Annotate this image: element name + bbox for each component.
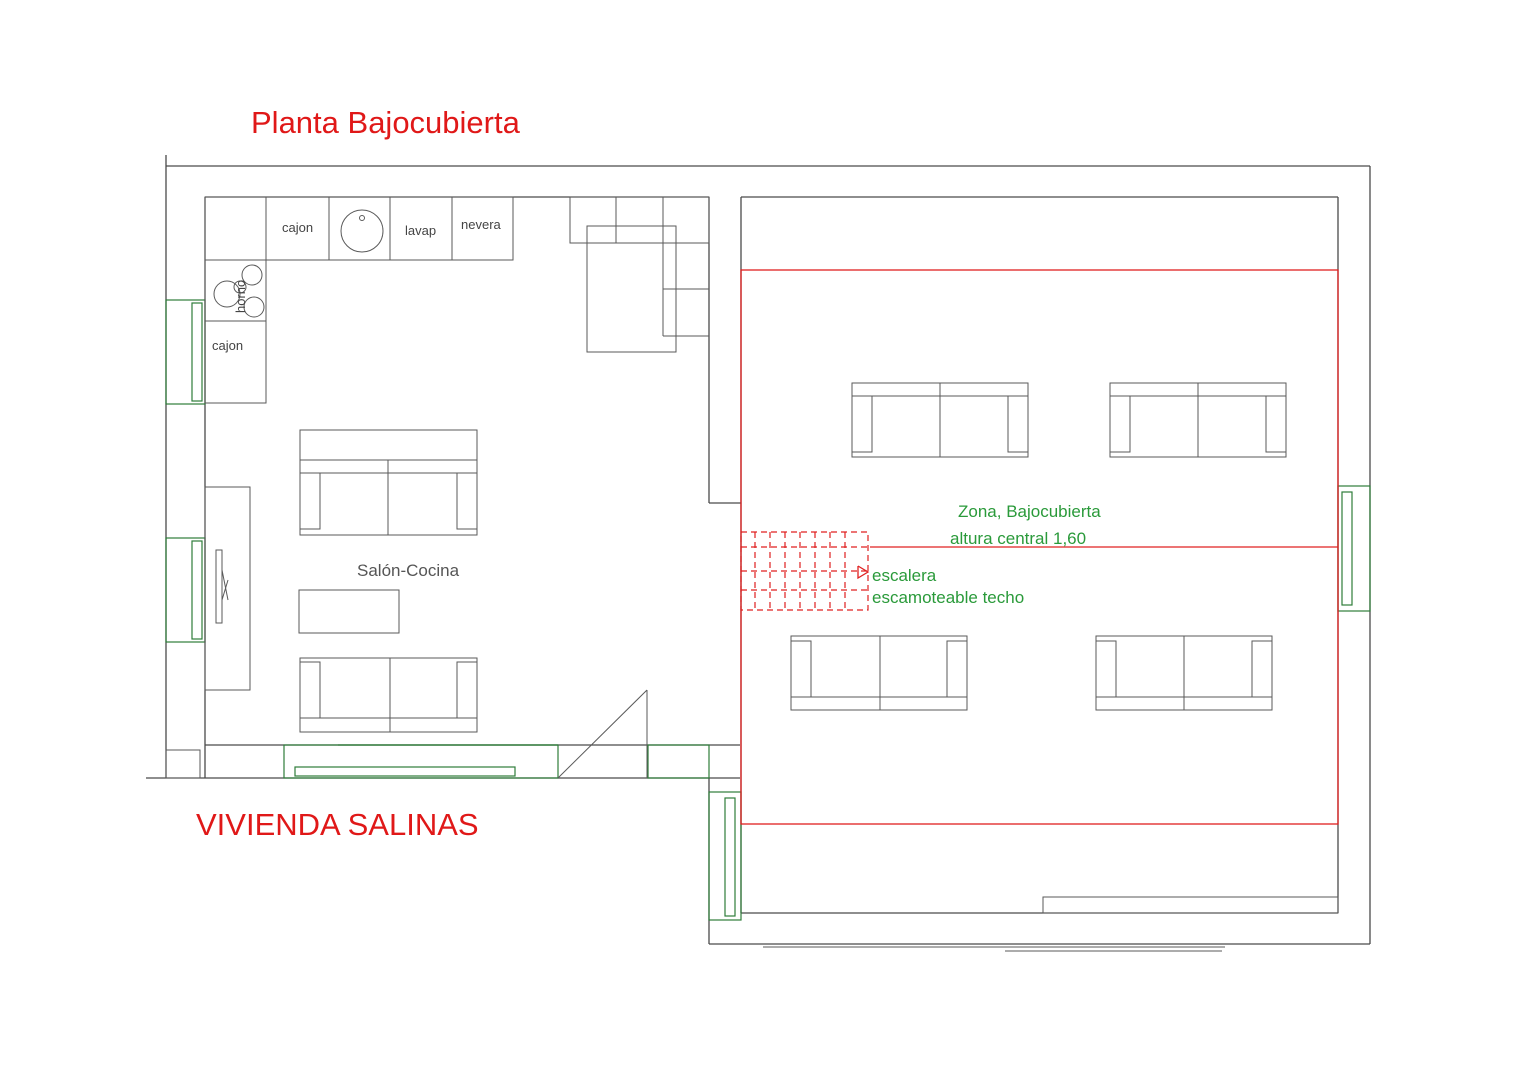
storage-block — [569, 196, 710, 353]
oven-label: horno — [233, 280, 248, 313]
attic-furniture — [790, 382, 1287, 711]
living-room-label: Salón-Cocina — [357, 561, 460, 580]
side-drawer-label: cajon — [212, 338, 243, 353]
coffee-table — [298, 589, 400, 634]
stair-label: escalera — [872, 566, 937, 585]
fridge-label: nevera — [461, 217, 502, 232]
living-furniture — [204, 429, 478, 733]
retractable-stair — [740, 531, 870, 611]
attic-height-label: altura central 1,60 — [950, 529, 1086, 548]
kitchen-drawer-label: cajon — [282, 220, 313, 235]
kitchen-counter — [204, 196, 514, 404]
stair-sublabel: escamoteable techo — [872, 588, 1024, 607]
house-name: VIVIENDA SALINAS — [196, 807, 479, 842]
plan-title: Planta Bajocubierta — [251, 105, 521, 140]
stove-burner-icon — [213, 280, 241, 308]
stair-arrow-icon — [857, 565, 870, 580]
sink-label: lavap — [405, 223, 436, 238]
attic-zone-label: Zona, Bajocubierta — [958, 502, 1101, 521]
sink-icon — [340, 209, 384, 253]
entrance-door — [557, 689, 648, 779]
